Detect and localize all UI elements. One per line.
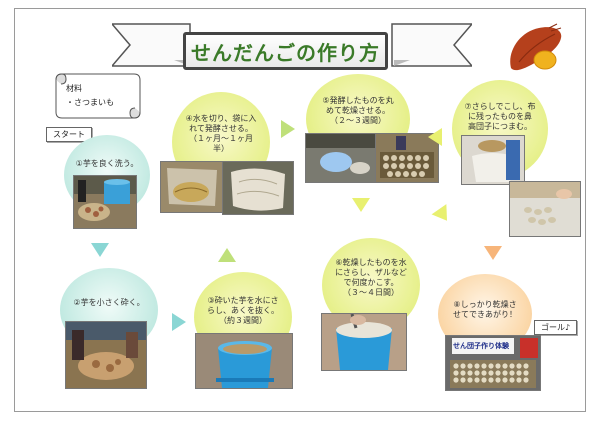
step-8-text: ⑧しっかり乾燥させてできあがり！ (452, 300, 517, 319)
wash-potato-photo (74, 176, 136, 228)
step-2-text: ②芋を小さく砕く。 (73, 298, 145, 307)
strain-cloth-photo (462, 136, 524, 184)
step-6-text: ⑥乾燥したものを水にさらし、ザルなどで何度かこす。（３〜４日間） (335, 258, 407, 297)
sign-label: せん団子作り体験 (453, 342, 509, 350)
shape-dumpling-photo (510, 182, 580, 236)
title-ribbon (112, 23, 472, 67)
step-5-text: ⑤発酵したものを丸めて乾燥させる。（２〜３週間） (322, 96, 394, 125)
finished-dumpling-photo (446, 336, 540, 390)
materials-banner: 材料 ・さつまいも (54, 70, 142, 122)
arrow-step6-to-step7 (428, 128, 442, 146)
page-title: せんだんごの作り方 (191, 40, 380, 65)
arrow-step7-to-step8 (484, 246, 502, 260)
goal-callout: ゴール♪ (534, 320, 578, 335)
soak-potato-photo (196, 334, 292, 388)
dry-dumpling-photo-1 (306, 134, 376, 182)
arrow-step4-to-step5 (281, 120, 295, 138)
step-7-text: ⑦さらしでこし、布に残ったものを鼻高団子につまむ。 (464, 102, 536, 131)
ferment-bag-photo-1 (161, 162, 223, 212)
arrow-step2-to-step3 (172, 313, 186, 331)
arrow-step5-to-step6 (352, 198, 370, 212)
dry-dumpling-photo-2 (376, 134, 438, 182)
materials-item: ・さつまいも (66, 98, 114, 107)
sweet-potato-icon (510, 23, 562, 71)
crush-potato-photo (66, 322, 146, 388)
arrow-step3-to-step4 (218, 248, 236, 262)
page-frame (14, 8, 586, 412)
materials-heading: 材料 (66, 84, 82, 93)
start-callout: スタート (46, 127, 92, 142)
step-4-text: ④水を切り、袋に入れて発酵させる。（１ヶ月〜１ヶ月半） (185, 114, 257, 153)
step-1-text: ①芋を良く洗う。 (75, 159, 139, 168)
step-3-text: ③砕いた芋を水にさらし、あくを抜く。（約３週間） (206, 296, 279, 325)
title-box: せんだんごの作り方 (183, 32, 388, 70)
ferment-bag-photo-2 (223, 162, 293, 214)
arrow-step1-to-step2 (91, 243, 109, 257)
rinse-strain-photo (322, 314, 406, 370)
